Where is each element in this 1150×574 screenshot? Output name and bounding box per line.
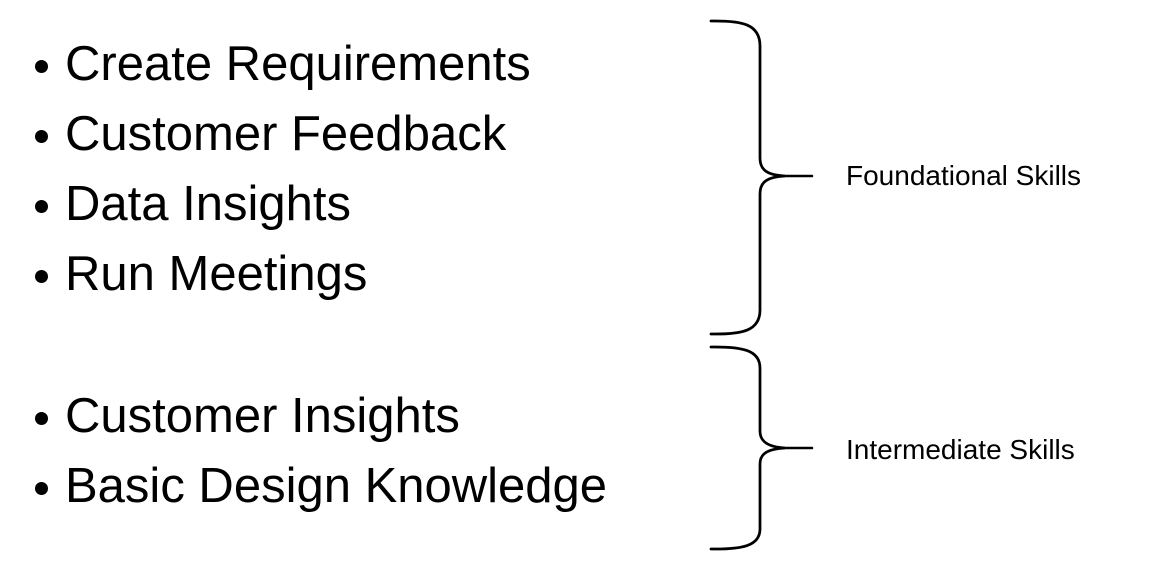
right-curly-brace-foundational-icon xyxy=(709,19,786,336)
right-curly-brace-intermediate-icon xyxy=(709,345,786,551)
intermediate-skills-list: Customer Insights Basic Design Knowledge xyxy=(35,381,607,521)
foundational-skills-list: Create Requirements Customer Feedback Da… xyxy=(35,29,531,309)
list-item: Create Requirements xyxy=(35,29,531,99)
list-item-text: Customer Feedback xyxy=(65,107,507,161)
group-label-intermediate: Intermediate Skills xyxy=(846,434,1075,465)
bullet-dot-icon xyxy=(35,412,48,425)
list-item: Basic Design Knowledge xyxy=(35,451,607,521)
bullet-dot-icon xyxy=(35,60,48,73)
list-item-text: Customer Insights xyxy=(65,389,460,443)
list-item: Customer Feedback xyxy=(35,99,531,169)
list-item: Data Insights xyxy=(35,169,531,239)
list-item-text: Create Requirements xyxy=(65,37,531,91)
bullet-dot-icon xyxy=(35,130,48,143)
bullet-dot-icon xyxy=(35,270,48,283)
bullet-dot-icon xyxy=(35,200,48,213)
list-item: Run Meetings xyxy=(35,239,531,309)
list-item-text: Basic Design Knowledge xyxy=(65,459,608,513)
group-label-foundational: Foundational Skills xyxy=(846,160,1082,191)
list-item-text: Run Meetings xyxy=(65,247,368,301)
list-item: Customer Insights xyxy=(35,381,607,451)
bullet-dot-icon xyxy=(35,482,48,495)
list-item-text: Data Insights xyxy=(65,177,351,231)
